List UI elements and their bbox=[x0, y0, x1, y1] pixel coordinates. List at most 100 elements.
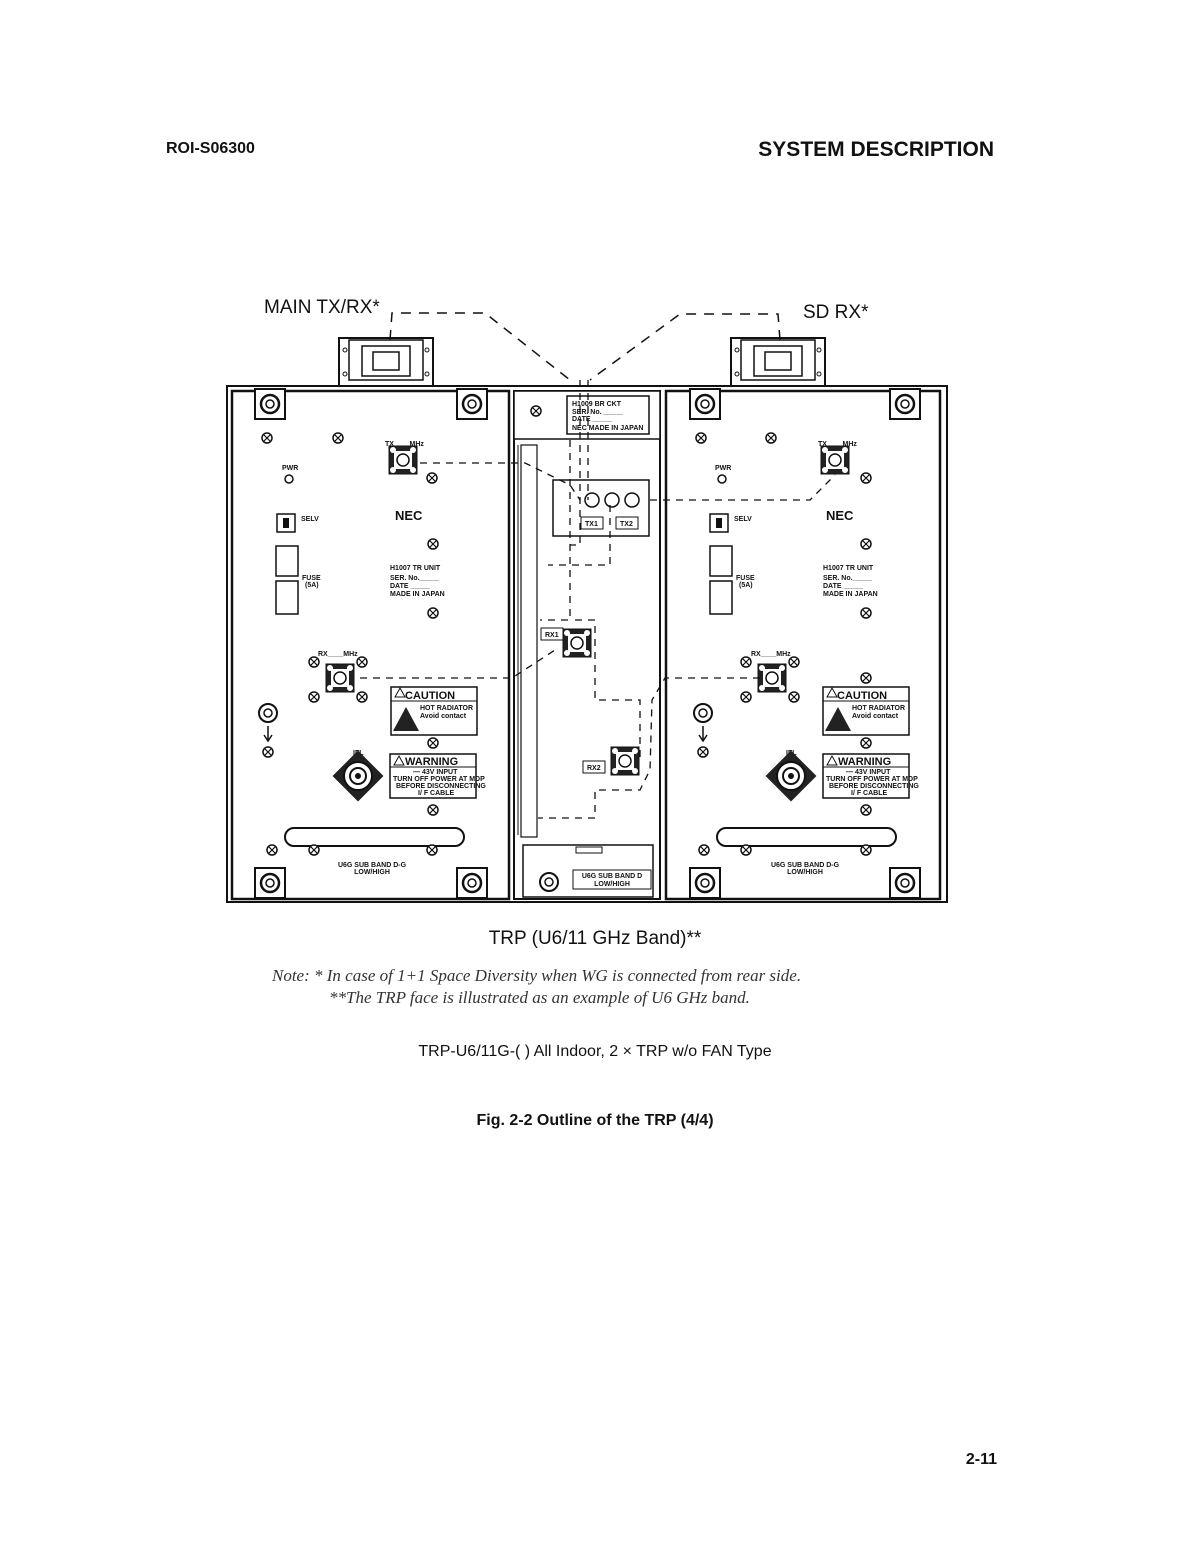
corner-screw-icon bbox=[688, 387, 722, 421]
rx2-port-icon[interactable] bbox=[610, 746, 640, 776]
center-connector-icon[interactable] bbox=[604, 492, 620, 508]
trp-outline-diagram: MAIN TX/RX* SD RX* PWR SELV FUSE (5A) TX… bbox=[226, 297, 948, 903]
br-ckt-unit: H1009 BR CKT SER. No. _____ DATE _____ N… bbox=[513, 390, 661, 900]
hot-radiator-icon bbox=[393, 707, 419, 731]
rx-port-icon[interactable] bbox=[757, 663, 787, 693]
screw-icon bbox=[426, 844, 438, 856]
caution-line-1: HOT RADIATOR bbox=[420, 705, 473, 712]
tx-port-icon[interactable] bbox=[388, 445, 418, 475]
screw-icon bbox=[698, 844, 710, 856]
serial-label: SER. No._____ bbox=[390, 575, 439, 582]
selv-label: SELV bbox=[301, 516, 319, 523]
tx-freq-label: TX____MHz bbox=[818, 441, 857, 448]
caution-title: CAUTION bbox=[405, 690, 455, 702]
fuse-label: FUSE bbox=[736, 575, 755, 582]
screw-icon bbox=[860, 472, 872, 484]
warning-line-3: BEFORE DISCONNECTING bbox=[829, 783, 919, 790]
screw-icon bbox=[427, 607, 439, 619]
pwr-label: PWR bbox=[282, 465, 298, 472]
tx-freq-label: TX____MHz bbox=[385, 441, 424, 448]
screw-icon bbox=[308, 844, 320, 856]
main-waveguide-bracket bbox=[338, 337, 434, 387]
screw-icon bbox=[765, 432, 777, 444]
made-in-label: MADE IN JAPAN bbox=[390, 591, 445, 598]
arrow-down-icon bbox=[263, 726, 273, 743]
unit-model-label: H1007 TR UNIT bbox=[390, 565, 441, 572]
screw-icon bbox=[788, 691, 800, 703]
rx1-port-icon[interactable] bbox=[562, 628, 592, 658]
tx2-connector-icon[interactable] bbox=[624, 492, 640, 508]
fuse-icon[interactable] bbox=[709, 580, 733, 615]
screw-icon bbox=[266, 844, 278, 856]
screw-icon bbox=[332, 432, 344, 444]
br-band-label-1: U6G SUB BAND D bbox=[582, 873, 642, 880]
caution-line-1: HOT RADIATOR bbox=[852, 705, 905, 712]
warning-line-2: TURN OFF POWER AT MDP bbox=[826, 776, 918, 783]
warning-triangle-icon bbox=[394, 686, 406, 698]
screw-icon bbox=[356, 691, 368, 703]
rx1-label: RX1 bbox=[545, 632, 559, 639]
page-number: 2-11 bbox=[965, 1451, 997, 1468]
corner-screw-icon bbox=[539, 872, 559, 892]
warning-label: WARNING — 43V INPUT TURN OFF POWER AT MD… bbox=[389, 753, 486, 799]
band-label-1: U6G SUB BAND D-G bbox=[771, 862, 840, 869]
unit-model-label: H1007 TR UNIT bbox=[823, 565, 874, 572]
corner-screw-icon bbox=[888, 387, 922, 421]
screw-icon bbox=[740, 691, 752, 703]
warning-triangle-icon bbox=[826, 686, 838, 698]
tx1-connector-icon[interactable] bbox=[584, 492, 600, 508]
figure-caption: TRP (U6/11 GHz Band)** bbox=[488, 928, 702, 949]
screw-icon bbox=[860, 737, 872, 749]
band-label-1: U6G SUB BAND D-G bbox=[338, 862, 407, 869]
screw-icon bbox=[530, 405, 542, 417]
pwr-led-icon bbox=[284, 474, 294, 484]
caution-label: CAUTION HOT RADIATOR Avoid contact bbox=[822, 686, 910, 736]
model-description: TRP-U6/11G-( ) All Indoor, 2 × TRP w/o F… bbox=[418, 1043, 772, 1060]
handle[interactable] bbox=[716, 827, 897, 847]
date-label: DATE _____ bbox=[390, 583, 430, 590]
nec-logo: NEC bbox=[826, 508, 854, 523]
warning-line-1: — 43V INPUT bbox=[413, 769, 458, 776]
rx2-label: RX2 bbox=[587, 765, 601, 772]
screw-icon bbox=[427, 538, 439, 550]
caution-label: CAUTION HOT RADIATOR Avoid contact bbox=[390, 686, 478, 736]
pwr-led-icon bbox=[717, 474, 727, 484]
screw-icon bbox=[740, 844, 752, 856]
caution-line-2: Avoid contact bbox=[852, 713, 899, 720]
arrow-down-icon bbox=[698, 726, 708, 743]
screw-icon bbox=[262, 746, 274, 758]
band-label-2: LOW/HIGH bbox=[354, 869, 390, 876]
screw-icon bbox=[788, 656, 800, 668]
fuse-rating-label: (5A) bbox=[739, 582, 753, 589]
warning-label: WARNING — 43V INPUT TURN OFF POWER AT MD… bbox=[822, 753, 919, 799]
fuse-icon[interactable] bbox=[709, 545, 733, 577]
br-model-label: H1009 BR CKT bbox=[572, 401, 622, 408]
corner-screw-icon bbox=[455, 866, 489, 900]
tx-port-icon[interactable] bbox=[820, 445, 850, 475]
screw-icon bbox=[427, 804, 439, 816]
sd-waveguide-bracket bbox=[730, 337, 826, 387]
br-ckt-nameplate bbox=[566, 395, 650, 435]
br-serial-label: SER. No. _____ bbox=[572, 409, 623, 416]
rx-port-icon[interactable] bbox=[325, 663, 355, 693]
caution-title: CAUTION bbox=[837, 690, 887, 702]
fuse-icon[interactable] bbox=[275, 580, 299, 615]
screw-icon bbox=[740, 656, 752, 668]
section-title: SYSTEM DESCRIPTION bbox=[758, 138, 994, 161]
screw-icon bbox=[356, 656, 368, 668]
fuse-label: FUSE bbox=[302, 575, 321, 582]
date-label: DATE _____ bbox=[823, 583, 863, 590]
corner-screw-icon bbox=[253, 387, 287, 421]
handle[interactable] bbox=[284, 827, 465, 847]
nec-logo: NEC bbox=[395, 508, 423, 523]
sd-callout-leader bbox=[589, 313, 781, 381]
figure-title: Fig. 2-2 Outline of the TRP (4/4) bbox=[476, 1112, 714, 1129]
warning-line-4: I/ F CABLE bbox=[851, 790, 887, 797]
br-made-label: NEC MADE IN JAPAN bbox=[572, 425, 643, 432]
screw-icon bbox=[697, 746, 709, 758]
warning-line-1: — 43V INPUT bbox=[846, 769, 891, 776]
fuse-rating-label: (5A) bbox=[305, 582, 319, 589]
rx-freq-label: RX____MHz bbox=[318, 651, 358, 658]
warning-title: WARNING bbox=[405, 756, 458, 768]
fuse-icon[interactable] bbox=[275, 545, 299, 577]
